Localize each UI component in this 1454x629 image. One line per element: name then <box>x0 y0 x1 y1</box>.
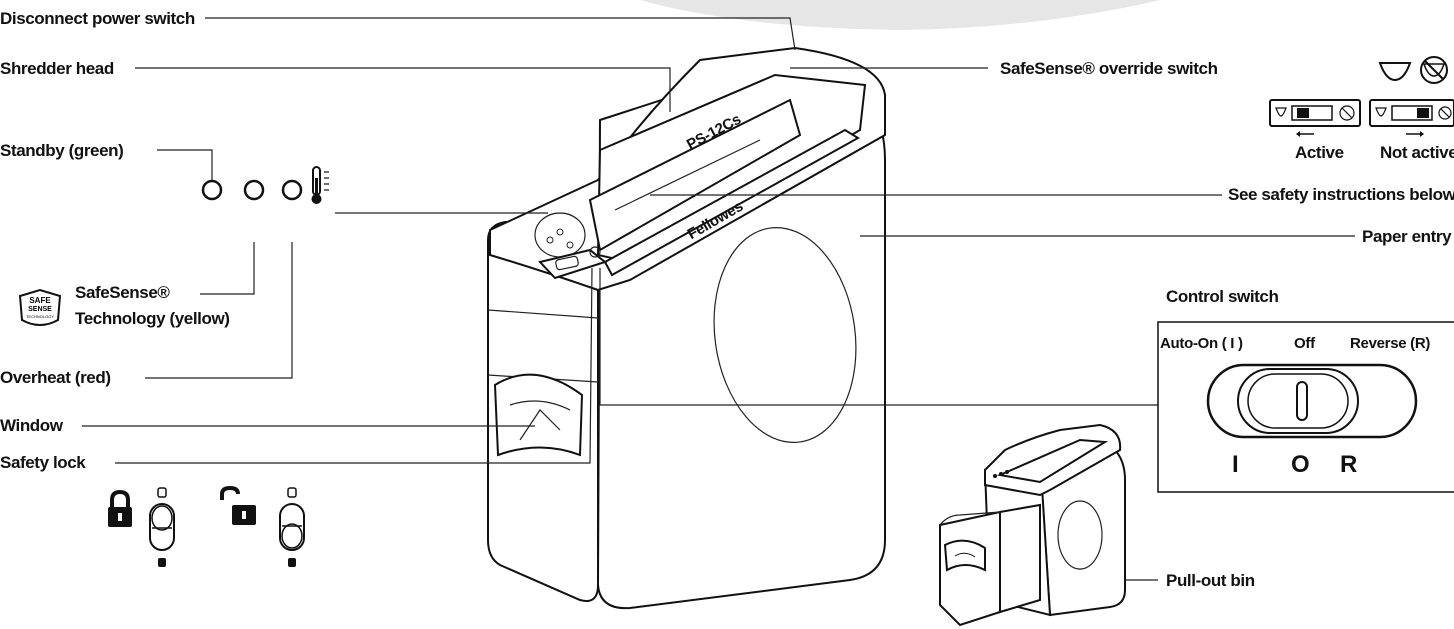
override-not-active-icon <box>1420 56 1448 84</box>
badge-line2: SENSE <box>28 306 52 313</box>
label-safety-lock: Safety lock <box>0 453 86 472</box>
control-position-o: O <box>1291 451 1310 478</box>
label-override-not-active: Not active <box>1380 143 1454 162</box>
thermometer-icon <box>311 166 329 204</box>
control-position-i: I <box>1232 451 1239 478</box>
label-safesense-override: SafeSense® override switch <box>1000 59 1218 78</box>
shredder-illustration: PS-12Cs Fellowes <box>487 46 886 610</box>
leader-lines <box>82 17 1355 581</box>
control-auto-on-label: Auto-On ( I ) <box>1160 335 1243 352</box>
overheat-indicator-light <box>281 179 303 201</box>
safety-lock-slider-unlocked <box>279 487 305 567</box>
safesense-indicator-light <box>243 179 265 201</box>
label-paper-entry: Paper entry <box>1362 227 1452 246</box>
override-switch-not-active-diagram <box>1369 99 1454 137</box>
label-pull-out-bin: Pull-out bin <box>1166 571 1255 590</box>
label-safesense-line2: Technology (yellow) <box>75 309 230 328</box>
label-overheat: Overheat (red) <box>0 368 111 387</box>
label-override-active: Active <box>1295 143 1344 162</box>
control-reverse-label: Reverse (R) <box>1350 335 1430 352</box>
label-safesense-line1: SafeSense® <box>75 283 170 302</box>
label-control-switch: Control switch <box>1166 287 1278 306</box>
standby-indicator-light <box>201 179 223 201</box>
locked-padlock-icon <box>108 489 132 527</box>
unlocked-padlock-icon <box>220 485 256 525</box>
control-switch-diagram: Auto-On ( I ) Off Reverse (R) I O R <box>1157 321 1454 493</box>
label-shredder-head: Shredder head <box>0 59 114 78</box>
control-position-r: R <box>1340 451 1357 478</box>
label-window: Window <box>0 416 64 435</box>
safesense-badge-icon: SAFE SENSE TECHNOLOGY <box>18 288 62 326</box>
label-disconnect-power-switch: Disconnect power switch <box>0 9 195 28</box>
control-off-label: Off <box>1294 335 1316 352</box>
pull-out-bin-illustration <box>939 423 1126 627</box>
safety-lock-slider-locked <box>149 487 175 567</box>
override-active-icon <box>1378 62 1412 82</box>
badge-line1: SAFE <box>29 296 51 305</box>
label-standby: Standby (green) <box>0 141 123 160</box>
label-see-safety-instructions: See safety instructions below <box>1228 185 1454 204</box>
badge-line3: TECHNOLOGY <box>26 314 54 319</box>
decorative-swoosh <box>640 0 1160 30</box>
override-switch-active-diagram <box>1269 99 1361 137</box>
